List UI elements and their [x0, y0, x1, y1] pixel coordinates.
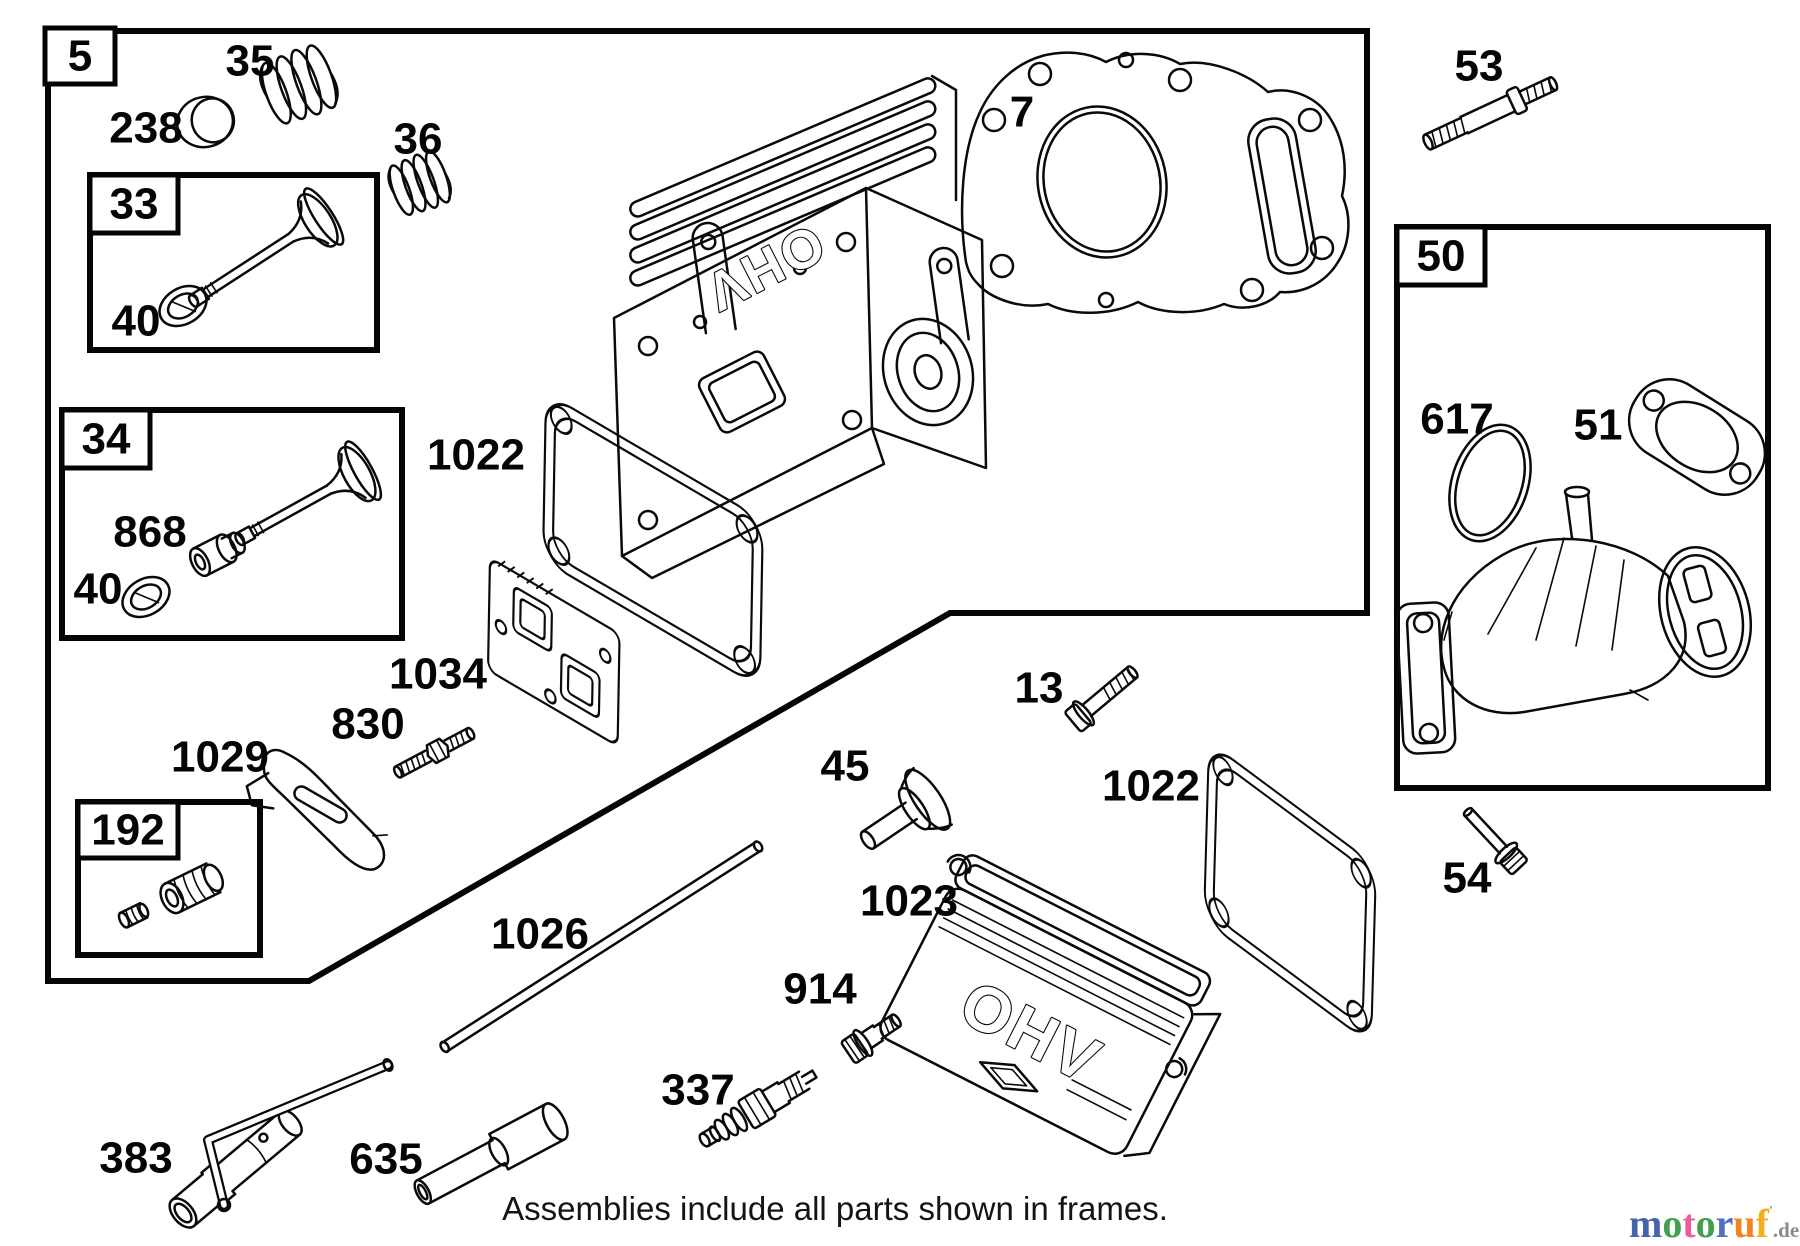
part-label-45: 45 [821, 742, 870, 791]
logo-letter-m: m [1629, 1201, 1662, 1246]
logo-letter-f: f [1756, 1201, 1770, 1246]
cylinder-head-drawing: OHV [612, 74, 988, 580]
logo-letter-r: r [1716, 1201, 1734, 1246]
part-label-914: 914 [783, 965, 857, 1014]
frame-192-label: 192 [91, 806, 164, 855]
intake-valve-33-drawing [187, 187, 345, 308]
part-label-40b: 40 [74, 565, 123, 614]
plug-238-drawing [175, 95, 236, 149]
part-label-383: 383 [99, 1134, 172, 1183]
stud-53-drawing [1422, 75, 1559, 151]
frame-192-label-box [75, 799, 181, 861]
part-label-337: 337 [661, 1066, 734, 1115]
part-label-868: 868 [113, 508, 186, 557]
rocker-cover-gasket-1022a-drawing [542, 403, 764, 677]
part-label-1026: 1026 [491, 910, 589, 959]
frame-34-border [59, 407, 405, 641]
tappet-45-drawing [859, 766, 953, 850]
set-screw-192-drawing [117, 901, 150, 929]
part-label-1023: 1023 [860, 877, 958, 926]
valve-spring-35-drawing [258, 44, 339, 125]
part-label-36: 36 [394, 115, 443, 164]
frame-5-border [45, 28, 1370, 984]
frame-34-label-box [59, 407, 153, 471]
part-label-1022a: 1022 [427, 431, 525, 480]
part-label-7: 7 [1010, 88, 1034, 137]
plug-wrench-383-drawing [168, 1058, 394, 1229]
bolt-914-drawing [840, 1013, 902, 1064]
part-label-1022b: 1022 [1102, 762, 1200, 811]
part-label-635: 635 [349, 1135, 422, 1184]
part-label-1029: 1029 [171, 733, 269, 782]
exhaust-gasket-51-drawing [1627, 378, 1767, 496]
part-label-1034: 1034 [389, 650, 487, 699]
assembly-frames: 5 33 34 192 50 [42, 25, 1771, 984]
rocker-screw-830-drawing [392, 726, 476, 779]
bolt-13-drawing [1064, 665, 1139, 733]
frame-33-border [87, 172, 380, 353]
logo-trademark: ' [1769, 1204, 1773, 1219]
frame-33-label-box [87, 172, 181, 236]
part-label-35: 35 [226, 37, 275, 86]
part-label-53: 53 [1455, 42, 1504, 91]
breather-plate-1034-drawing [487, 560, 621, 744]
frame-34-label: 34 [82, 415, 131, 464]
part-label-40a: 40 [112, 297, 161, 346]
logo-letter-o1: o [1662, 1201, 1682, 1246]
logo-letter-u: u [1733, 1201, 1755, 1246]
part-label-13: 13 [1015, 664, 1064, 713]
part-number-labels: 35 238 36 40 868 40 1022 1034 830 1029 7… [74, 37, 1623, 1184]
head-gasket-7-drawing [960, 51, 1350, 314]
part-label-830: 830 [331, 700, 404, 749]
rocker-cover-gasket-1022b-drawing [1203, 753, 1377, 1033]
logo-suffix: .de [1773, 1218, 1799, 1242]
valve-guide-868-drawing [188, 531, 246, 578]
frame-50-label: 50 [1417, 232, 1466, 281]
frame-50-border [1394, 224, 1771, 791]
intake-manifold-drawing [1395, 485, 1753, 755]
rocker-arm-1029-drawing [245, 748, 389, 871]
part-label-54: 54 [1443, 854, 1492, 903]
push-rod-1026-drawing [439, 840, 764, 1054]
plug-screw-192-drawing [159, 862, 225, 915]
exhaust-valve-34-drawing [234, 440, 383, 547]
logo-letter-t: t [1682, 1201, 1696, 1246]
part-label-617: 617 [1420, 395, 1493, 444]
part-label-51: 51 [1574, 401, 1623, 450]
spark-plug-337-drawing [698, 1069, 818, 1148]
logo-letter-o2: o [1696, 1201, 1716, 1246]
oring-617-drawing [1448, 423, 1532, 543]
frame-50-label-box [1394, 224, 1488, 288]
frame-5-label-box [42, 25, 118, 87]
frame-33-label: 33 [110, 180, 159, 229]
frame-5-label: 5 [68, 32, 92, 81]
valve-cover-ohv-marking: OHV [949, 967, 1113, 1098]
valve-seal-40b-drawing [121, 575, 171, 619]
valve-seal-40a-drawing [158, 284, 208, 328]
valve-spring-36-drawing [387, 150, 452, 216]
plug-boot-635-drawing [413, 1102, 569, 1206]
motoruf-logo[interactable]: motoruf'.de [1629, 1201, 1799, 1246]
part-label-238: 238 [109, 104, 182, 153]
bolt-54-drawing [1462, 806, 1528, 876]
assemblies-caption: Assemblies include all parts shown in fr… [502, 1190, 1168, 1227]
